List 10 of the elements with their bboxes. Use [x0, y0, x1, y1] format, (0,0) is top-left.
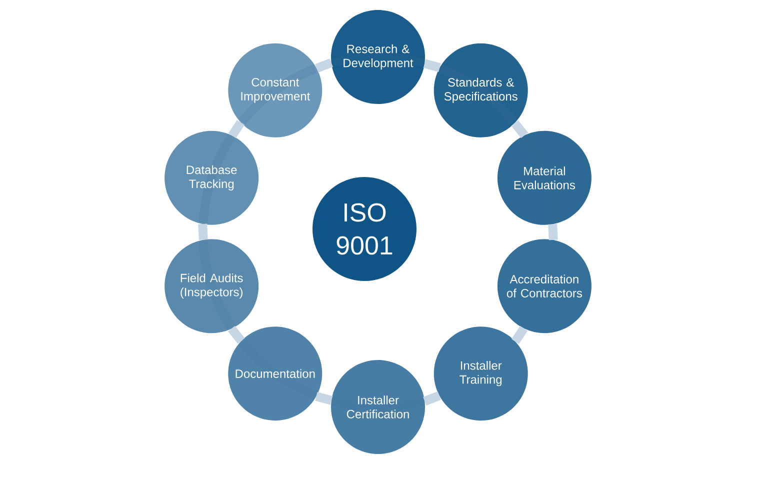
ring-segment [228, 120, 245, 138]
ring-segment [548, 224, 558, 240]
ring-segment [511, 326, 528, 344]
ring-segment [511, 120, 528, 138]
ring-segment [315, 58, 333, 73]
ring-segment [423, 391, 441, 406]
ring-segment [315, 392, 333, 405]
ring-segment [198, 224, 208, 240]
ring-segment [423, 59, 441, 72]
ring-segment [228, 326, 245, 344]
